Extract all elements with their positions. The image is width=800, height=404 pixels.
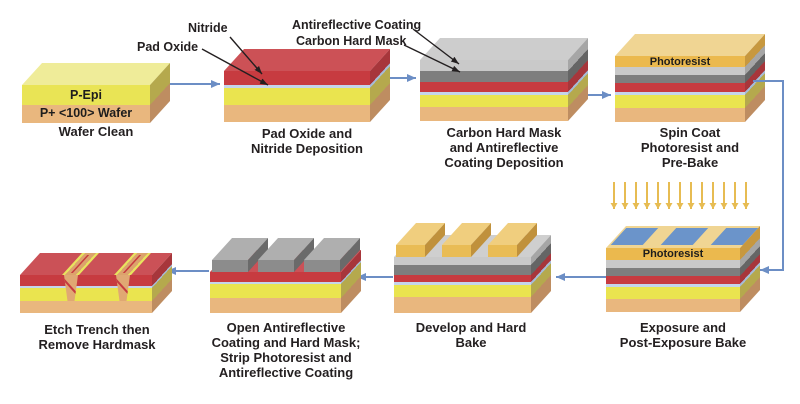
trench-top-opening xyxy=(62,253,100,275)
step-caption-carbon-hard-mask: Carbon Hard Mask and Antireflective Coat… xyxy=(444,125,564,170)
wafer-stack-open-arc xyxy=(210,238,362,313)
layer-nitride xyxy=(394,275,531,282)
layer-substrate xyxy=(606,299,740,312)
front-face xyxy=(210,272,341,313)
layer-pad-oxide xyxy=(394,282,531,285)
wafer-label: P+ <100> Wafer xyxy=(39,106,133,120)
layer-carbon-hard-mask xyxy=(615,75,745,83)
front-face: Photoresist xyxy=(606,248,740,312)
layer-substrate xyxy=(420,107,568,121)
layer-photoresist: Photoresist xyxy=(615,56,745,68)
layer-nitride xyxy=(420,82,568,92)
layer-nitride xyxy=(224,71,370,85)
front-face xyxy=(20,275,152,313)
layer-pad-oxide xyxy=(20,286,152,288)
etched-trench xyxy=(64,275,78,301)
layer-nitride xyxy=(210,272,341,282)
layer-substrate xyxy=(615,108,745,122)
layer-substrate xyxy=(210,298,341,313)
layer-pad-oxide xyxy=(210,282,341,284)
layer-nitride xyxy=(606,276,740,284)
front-face xyxy=(224,71,370,122)
wafer-stack-pad-oxide-nitride xyxy=(224,49,391,122)
top-face xyxy=(224,49,391,71)
photoresist-bar xyxy=(396,223,446,257)
hard-mask-bar xyxy=(212,238,269,272)
photoresist-label: Photoresist xyxy=(649,56,711,68)
front-face xyxy=(394,257,531,313)
uv-light-arrows xyxy=(610,182,750,209)
step-caption-develop: Develop and Hard Bake xyxy=(415,320,527,350)
trench-top-opening xyxy=(114,253,152,275)
layer-epi xyxy=(615,95,745,108)
callout-antireflective-coating: Antireflective Coating xyxy=(292,18,422,32)
wafer-stack-exposure: Photoresist xyxy=(606,226,761,312)
layer-antireflective-coating xyxy=(420,60,568,71)
layer-epi xyxy=(20,288,152,301)
front-face xyxy=(420,60,568,121)
layer-pad-oxide xyxy=(420,92,568,95)
front-face: Photoresist xyxy=(615,56,745,122)
step-caption-spin-coat: Spin Coat Photoresist and Pre-Bake xyxy=(640,125,740,170)
top-face xyxy=(420,38,589,60)
layer-nitride xyxy=(615,83,745,92)
layer-pad-oxide xyxy=(224,85,370,88)
layer-epi xyxy=(394,285,531,297)
hard-mask-bar xyxy=(258,238,315,272)
p-epi-label: P-Epi xyxy=(70,88,102,102)
hard-mask-bar xyxy=(304,238,361,272)
layer-antireflective-coating xyxy=(615,67,745,75)
layer-nitride xyxy=(20,275,152,286)
layer-carbon-hard-mask xyxy=(606,268,740,276)
layer-epi xyxy=(420,95,568,107)
layer-antireflective-coating xyxy=(606,260,740,268)
step-caption-etch-trench: Etch Trench then Remove Hardmask xyxy=(38,322,156,352)
layer-pad-oxide xyxy=(606,284,740,287)
layer-epi xyxy=(210,284,341,298)
layer-epi xyxy=(224,88,370,105)
layer-substrate xyxy=(20,301,152,313)
step-caption-exposure: Exposure and Post-Exposure Bake xyxy=(619,320,747,350)
layer-photoresist: Photoresist xyxy=(606,248,740,260)
wafer-stack-carbon-hard-mask xyxy=(420,38,589,121)
wafer-stack-wafer-clean: P-Epi P+ <100> Wafer xyxy=(22,63,171,123)
layer-epi xyxy=(606,287,740,299)
step-caption-open-arc: Open Antireflective Coating and Hard Mas… xyxy=(211,320,361,380)
photoresist-label: Photoresist xyxy=(642,248,704,260)
step-caption-wafer-clean: Wafer Clean xyxy=(58,124,134,139)
layer-pad-oxide xyxy=(615,92,745,95)
layer-substrate: P+ <100> Wafer xyxy=(22,105,150,123)
layer-p-epi: P-Epi xyxy=(22,85,150,105)
callout-nitride: Nitride xyxy=(188,21,228,35)
layer-carbon-hard-mask xyxy=(420,71,568,82)
top-face xyxy=(22,63,171,85)
wafer-stack-etch-trench xyxy=(20,253,173,313)
top-face xyxy=(606,226,761,248)
exposure-pad xyxy=(610,228,659,245)
photoresist-bar xyxy=(442,223,492,257)
callout-pad-oxide: Pad Oxide xyxy=(137,40,199,54)
layer-substrate xyxy=(394,297,531,313)
photoresist-bar xyxy=(488,223,538,257)
layer-carbon-hard-mask xyxy=(394,265,531,275)
wafer-stack-spin-coat: Photoresist xyxy=(615,34,766,122)
top-face xyxy=(20,253,173,275)
exposure-pad xyxy=(660,228,709,245)
wafer-stack-develop xyxy=(394,223,552,313)
layer-substrate xyxy=(224,105,370,122)
etched-trench xyxy=(116,275,130,301)
callout-carbon-hard-mask: Carbon Hard Mask xyxy=(296,34,407,48)
layer-antireflective-coating xyxy=(394,257,531,265)
step-caption-pad-oxide-nitride: Pad Oxide and Nitride Deposition xyxy=(251,126,363,156)
front-face: P-Epi P+ <100> Wafer xyxy=(22,85,150,123)
top-face xyxy=(615,34,766,56)
